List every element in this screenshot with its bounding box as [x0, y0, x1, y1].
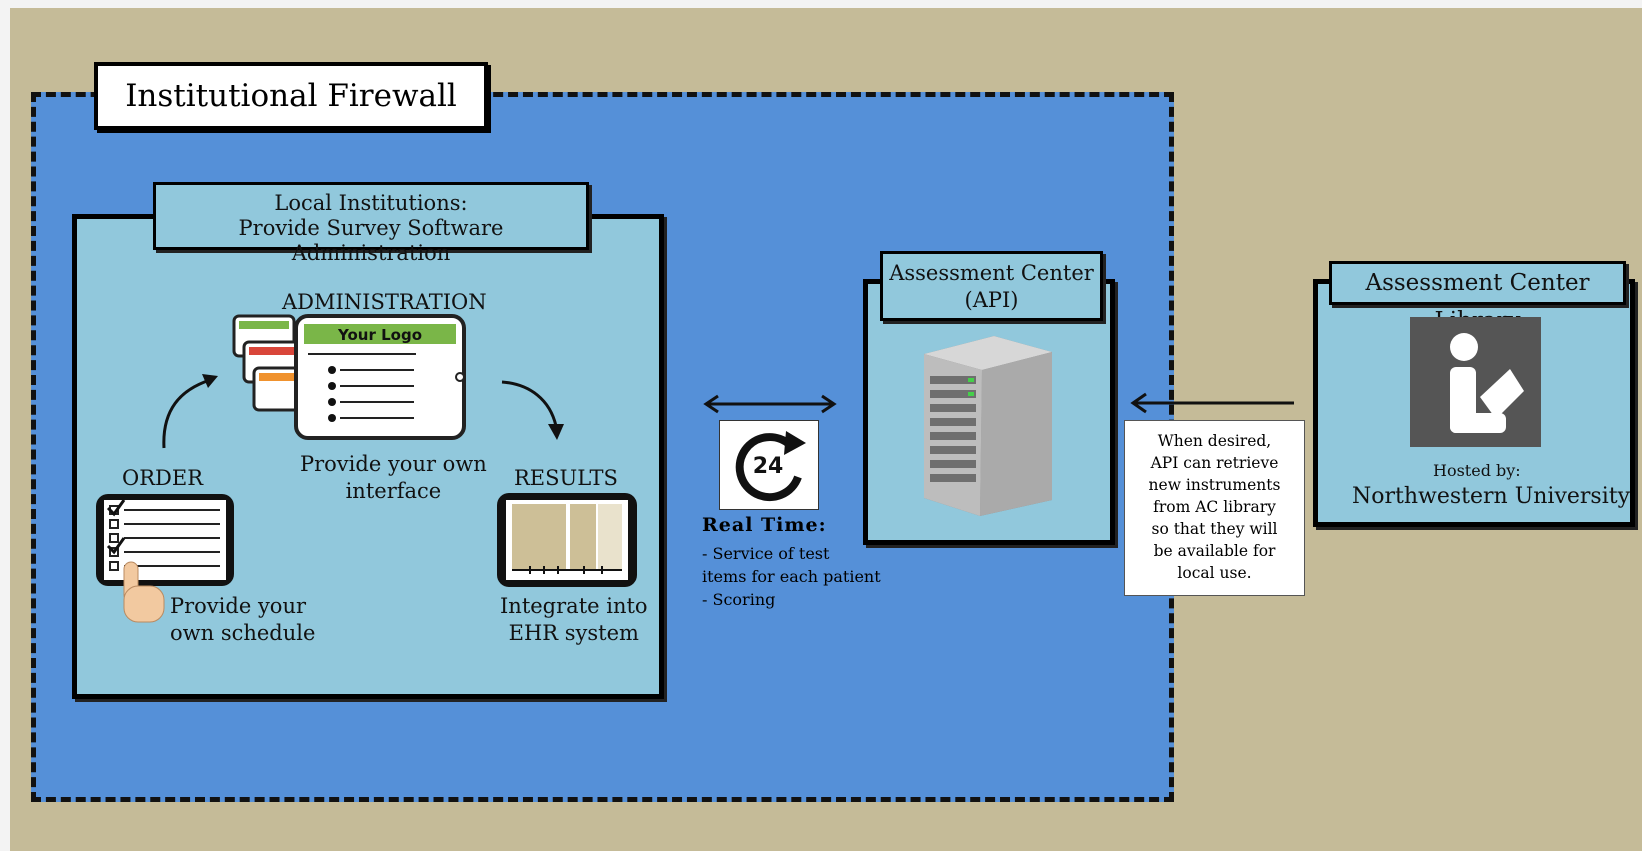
firewall-title-text: Institutional Firewall [125, 78, 457, 114]
server-icon [924, 336, 1052, 516]
realtime-items: - Service of test items for each patient… [702, 542, 881, 611]
api-label-line2: (API) [964, 288, 1019, 312]
reader-icon [1450, 333, 1524, 433]
pointing-hand-icon [123, 561, 165, 623]
api-label: Assessment Center (API) [880, 251, 1103, 321]
order-caption: Provide your own schedule [170, 593, 315, 647]
note-line: new instruments [1148, 476, 1281, 494]
realtime-title: Real Time: [702, 514, 827, 536]
order-tablet-illustration [96, 494, 234, 623]
note-line: local use. [1177, 564, 1252, 582]
retrieve-note: When desired, API can retrieve new instr… [1124, 420, 1305, 596]
retrieve-arrow [1130, 392, 1294, 414]
local-institutions-label: Local Institutions: Provide Survey Softw… [153, 182, 589, 265]
realtime-item: - Service of test [702, 544, 830, 563]
results-heading: RESULTS [514, 466, 618, 490]
logo-banner [304, 324, 456, 344]
clock-24-icon-box: 24 [719, 420, 819, 510]
local-label-line2: Provide Survey Software Administration [238, 216, 504, 265]
results-caption: Integrate into EHR system [500, 593, 648, 647]
administration-caption-line2: interface [345, 479, 442, 503]
note-line: API can retrieve [1150, 454, 1279, 472]
note-line: from AC library [1153, 498, 1276, 516]
administration-heading: ADMINISTRATION [282, 290, 487, 314]
results-caption-line2: EHR system [508, 621, 639, 645]
order-caption-line2: own schedule [170, 621, 316, 645]
api-label-line1: Assessment Center [889, 261, 1094, 285]
local-institutions-panel [72, 214, 664, 699]
firewall-title: Institutional Firewall [94, 62, 488, 130]
admin-to-results-arrow [501, 380, 558, 427]
administration-caption: Provide your own interface [300, 451, 487, 505]
order-caption-line1: Provide your [170, 594, 307, 618]
clock-24-icon: 24 [735, 431, 806, 502]
host-name: Northwestern University [1352, 484, 1631, 509]
order-to-admin-arrow [162, 378, 211, 449]
note-line: When desired, [1157, 432, 1272, 450]
results-caption-line1: Integrate into [500, 594, 648, 618]
bullet-list-icon [328, 366, 414, 422]
logo-banner-text: Your Logo [337, 326, 422, 344]
local-label-line1: Local Institutions: [274, 191, 468, 215]
results-tablet-illustration [497, 493, 637, 587]
clock-24-text: 24 [753, 454, 784, 479]
realtime-item: items for each patient [702, 567, 881, 586]
double-arrow-connector [703, 394, 837, 414]
library-icon-box [1410, 317, 1541, 447]
flow-arrows [162, 374, 564, 449]
checklist-icon [106, 499, 220, 571]
administration-caption-line1: Provide your own [300, 452, 487, 476]
interface-tablets-illustration: Your Logo [232, 314, 466, 440]
library-label: Assessment Center Library [1329, 261, 1626, 334]
chart-pane [512, 504, 566, 570]
realtime-item: - Scoring [702, 590, 776, 609]
note-line: be available for [1153, 542, 1276, 560]
note-line: so that they will [1151, 520, 1278, 538]
hosted-by-label: Hosted by: [1433, 461, 1521, 480]
order-heading: ORDER [122, 466, 204, 490]
